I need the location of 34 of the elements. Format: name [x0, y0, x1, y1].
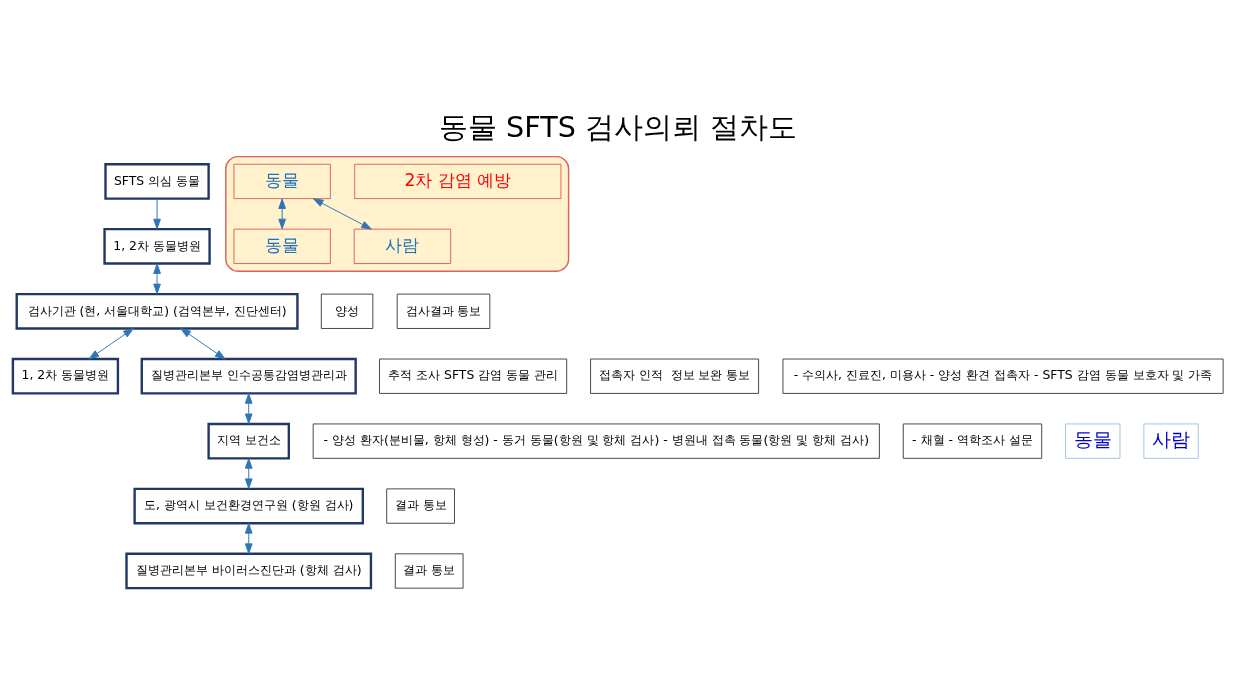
node-box: 사람	[353, 228, 452, 264]
node-box: 추적 조사 SFTS 감염 동물 관리	[379, 358, 568, 394]
node-box: 도, 광역시 보건환경연구원 (항원 검사)	[133, 487, 365, 524]
node-box: 양성	[320, 293, 374, 329]
arrow	[278, 197, 286, 229]
node-box: - 양성 환자(분비물, 항체 형성) - 동거 동물(항원 및 항체 검사) - 병원내 접촉 동물(항원 및 항체 검사)	[312, 422, 880, 459]
arrow	[244, 522, 253, 554]
arrow	[153, 197, 161, 229]
node-box: 접촉자 인적 정보 보완 통보	[590, 358, 760, 394]
diagram-title: 동물 SFTS 검사의뢰 절차도	[438, 109, 798, 144]
arrow	[244, 392, 253, 424]
arrow	[312, 197, 372, 230]
node-box: SFTS 의심 동물	[104, 162, 210, 200]
node-box: 2차 감염 예방	[354, 163, 562, 199]
arrow	[153, 262, 161, 294]
cluster	[225, 155, 570, 272]
node-box: - 수의사, 진료진, 미용사 - 양성 환견 접촉자 - SFTS 감염 동물 보호자 및 가족	[782, 358, 1224, 394]
node-box: 동물	[233, 163, 331, 199]
node-box: 결과 통보	[394, 552, 464, 589]
arrow	[244, 457, 253, 489]
node-box: 질병관리본부 인수공통감염병관리과	[140, 357, 357, 395]
node-box: 결과 통보	[386, 487, 455, 524]
node-box: 사람	[1143, 422, 1199, 459]
node-box: 검사기관 (현, 서울대학교) (검역본부, 진단센터)	[15, 292, 299, 330]
node-box: 동물	[233, 228, 331, 264]
arrow	[88, 327, 134, 359]
node-box: 동물	[1065, 422, 1121, 459]
node-box: - 채혈 - 역학조사 설문	[902, 422, 1043, 459]
node-box: 검사결과 통보	[396, 293, 491, 329]
node-box: 질병관리본부 바이러스진단과 (항체 검사)	[125, 552, 373, 589]
arrow	[180, 327, 226, 359]
node-box: 1, 2차 동물병원	[103, 227, 211, 265]
node-box: 1, 2차 동물병원	[11, 357, 120, 395]
node-box: 지역 보건소	[207, 422, 291, 460]
